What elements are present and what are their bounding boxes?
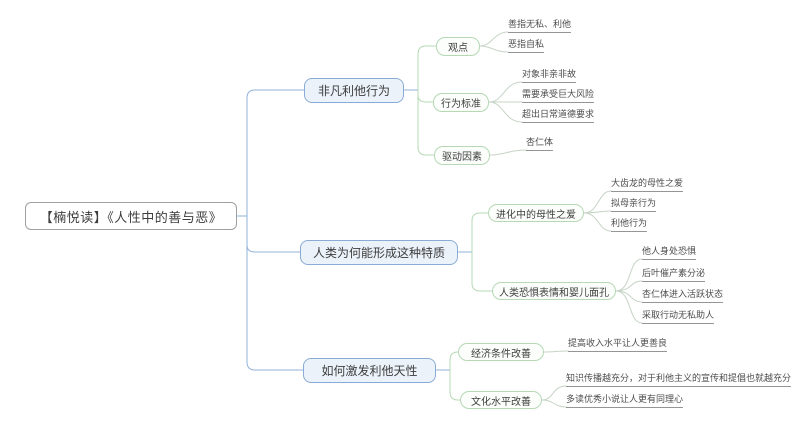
level2-connectors — [417, 45, 493, 401]
connector — [615, 280, 643, 292]
connector — [246, 89, 305, 217]
level1-connectors — [236, 89, 473, 371]
subtopic-maternal-love[interactable]: 进化中的母性之爱 — [488, 204, 584, 222]
leaf-topic[interactable]: 后叶催产素分泌 — [642, 268, 706, 282]
subtopic-behavior-standard[interactable]: 行为标准 — [433, 93, 489, 112]
connector — [488, 101, 523, 123]
leaf-topic[interactable]: 超出日常道德要求 — [522, 109, 595, 123]
connector — [449, 351, 459, 371]
leaf-topic[interactable]: 对象非亲非故 — [522, 69, 577, 83]
branch-topic-1[interactable]: 非凡利他行为 — [304, 78, 404, 103]
connector — [615, 290, 643, 303]
connector — [471, 212, 489, 253]
subtopic-viewpoint[interactable]: 观点 — [436, 37, 480, 56]
subtopic-driving-factor[interactable]: 驱动因素 — [434, 146, 490, 165]
leaf-topic[interactable]: 杏仁体进入活跃状态 — [642, 289, 724, 303]
connector — [541, 385, 567, 401]
leaf-topic[interactable]: 拟母亲行为 — [611, 198, 657, 212]
leaf-topic[interactable]: 需要承受巨大风险 — [522, 89, 595, 103]
leaf-topic[interactable]: 提高收入水平让人更善良 — [568, 338, 668, 352]
leaf-connectors — [479, 31, 643, 408]
branch-topic-2[interactable]: 人类为何能形成这种特质 — [300, 240, 458, 265]
connector — [417, 89, 434, 103]
leaf-topic[interactable]: 多读优秀小说让人更有同理心 — [566, 394, 684, 408]
connector — [541, 399, 567, 408]
connector — [417, 89, 435, 156]
leaf-topic[interactable]: 杏仁体 — [526, 137, 554, 151]
leaf-topic[interactable]: 利他行为 — [611, 218, 648, 232]
subtopic-economic-improvement[interactable]: 经济条件改善 — [458, 343, 544, 361]
connector — [488, 81, 523, 103]
leaf-topic[interactable]: 大齿龙的母性之爱 — [611, 178, 684, 192]
leaf-topic[interactable]: 知识传播越充分，对于利他主义的宣传和提倡也就越充分 — [566, 373, 792, 387]
leaf-topic[interactable]: 他人身处恐惧 — [642, 246, 697, 260]
leaf-topic[interactable]: 善指无私、利他 — [508, 19, 572, 33]
connector — [479, 31, 509, 47]
connector — [583, 212, 612, 232]
leaf-topic[interactable]: 采取行动无私助人 — [642, 310, 715, 324]
branch-topic-3[interactable]: 如何激发利他天性 — [303, 358, 436, 383]
connector — [246, 244, 301, 253]
root-topic-node[interactable]: 【楠悦读】《人性中的善与恶》 — [25, 202, 237, 230]
connector — [417, 45, 437, 91]
connector — [543, 350, 569, 353]
connector — [479, 45, 509, 53]
leaf-topic[interactable]: 恶指自私 — [508, 39, 545, 53]
connector — [583, 190, 612, 214]
connector — [246, 215, 304, 371]
connector — [615, 290, 643, 324]
connector — [489, 149, 527, 156]
connector — [471, 251, 493, 292]
subtopic-cultural-improvement[interactable]: 文化水平改善 — [460, 391, 542, 409]
connector — [615, 258, 643, 292]
connector — [449, 369, 461, 401]
subtopic-fear-and-baby-face[interactable]: 人类恐惧表情和婴儿面孔 — [492, 282, 616, 300]
